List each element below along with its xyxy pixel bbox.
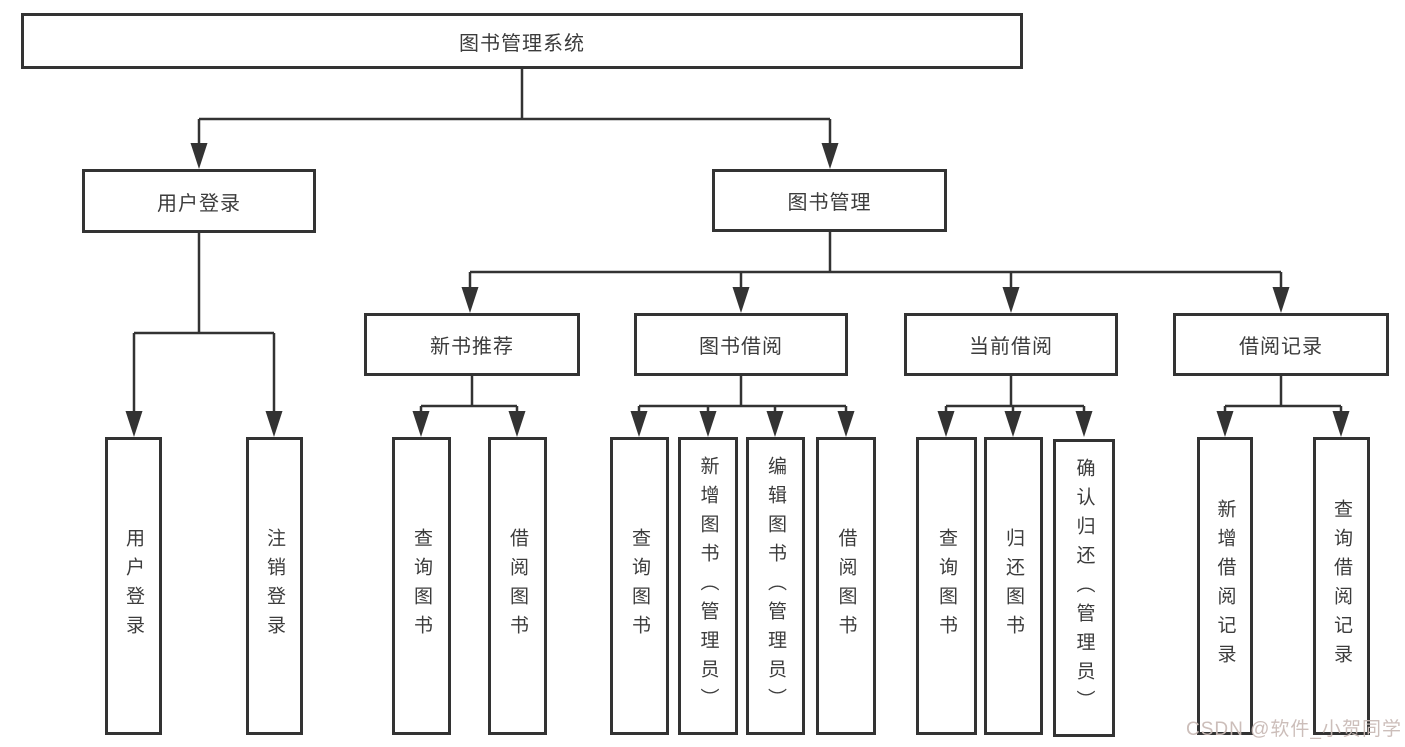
leaf-records-query-record: 查询借阅记录 — [1313, 437, 1370, 735]
leaf-newrec-query-books-label: 查询图书 — [411, 528, 432, 644]
leaf-current-confirm-return-admin: 确认归还（管理员） — [1053, 439, 1115, 737]
node-user-login: 用户登录 — [82, 169, 316, 233]
node-book-management: 图书管理 — [712, 169, 947, 232]
leaf-borrow-add-books-admin-label: 新增图书（管理员） — [697, 455, 719, 717]
node-current-borrow: 当前借阅 — [904, 313, 1118, 376]
leaf-current-return-books-label: 归还图书 — [1003, 528, 1024, 644]
node-borrow-records-label: 借阅记录 — [1239, 336, 1323, 358]
leaf-logout: 注销登录 — [246, 437, 303, 735]
leaf-user-login-label: 用户登录 — [123, 528, 144, 644]
leaf-borrow-edit-books-admin: 编辑图书（管理员） — [746, 437, 805, 735]
node-current-borrow-label: 当前借阅 — [969, 336, 1053, 358]
leaf-borrow-query-books: 查询图书 — [610, 437, 669, 735]
leaf-current-query-books-label: 查询图书 — [936, 528, 957, 644]
leaf-records-add-record: 新增借阅记录 — [1197, 437, 1253, 735]
node-book-management-label: 图书管理 — [787, 192, 872, 214]
node-new-book-recommend: 新书推荐 — [364, 313, 580, 376]
leaf-borrow-add-books-admin: 新增图书（管理员） — [678, 437, 738, 735]
node-root-label: 图书管理系统 — [459, 32, 585, 55]
leaf-newrec-borrow-books: 借阅图书 — [488, 437, 547, 735]
node-book-borrow-label: 图书借阅 — [699, 336, 783, 358]
csdn-watermark: CSDN @软件_小贺同学 — [1186, 719, 1402, 740]
leaf-records-query-record-label: 查询借阅记录 — [1331, 499, 1352, 673]
leaf-borrow-query-books-label: 查询图书 — [629, 528, 650, 644]
leaf-logout-label: 注销登录 — [264, 528, 285, 644]
node-book-borrow: 图书借阅 — [634, 313, 848, 376]
leaf-newrec-query-books: 查询图书 — [392, 437, 451, 735]
leaf-newrec-borrow-books-label: 借阅图书 — [507, 528, 528, 644]
leaf-current-confirm-return-admin-label: 确认归还（管理员） — [1073, 457, 1095, 719]
leaf-current-query-books: 查询图书 — [916, 437, 977, 735]
node-new-book-recommend-label: 新书推荐 — [430, 336, 514, 358]
node-root-system: 图书管理系统 — [21, 13, 1023, 69]
leaf-user-login: 用户登录 — [105, 437, 162, 735]
leaf-borrow-borrow-books: 借阅图书 — [816, 437, 876, 735]
leaf-borrow-borrow-books-label: 借阅图书 — [835, 528, 857, 644]
leaf-borrow-edit-books-admin-label: 编辑图书（管理员） — [765, 455, 786, 717]
leaf-records-add-record-label: 新增借阅记录 — [1214, 499, 1236, 673]
node-user-login-label: 用户登录 — [157, 192, 241, 215]
node-borrow-records: 借阅记录 — [1173, 313, 1389, 376]
leaf-current-return-books: 归还图书 — [984, 437, 1043, 735]
